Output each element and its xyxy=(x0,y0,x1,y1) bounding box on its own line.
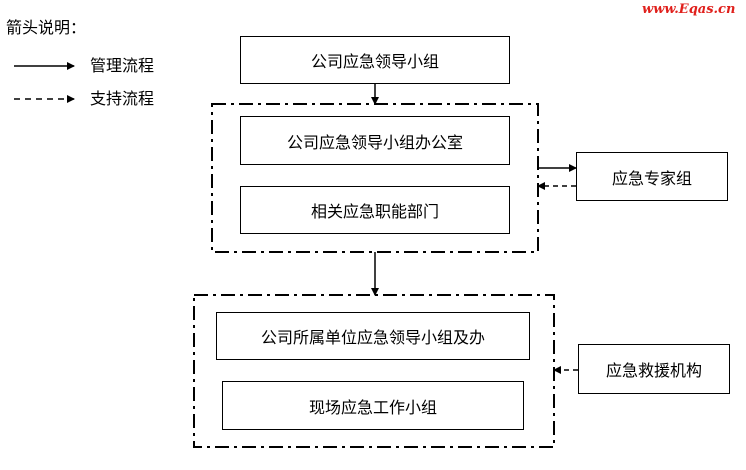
legend-support-label: 支持流程 xyxy=(90,89,155,108)
site-watermark: www.Eqas.cn xyxy=(642,2,736,17)
node-related-departments: 相关应急职能部门 xyxy=(240,186,510,234)
legend-management-label: 管理流程 xyxy=(90,56,155,75)
legend-title: 箭头说明： xyxy=(6,18,87,37)
node-leadership-group: 公司应急领导小组 xyxy=(240,36,510,84)
node-unit-leadership: 公司所属单位应急领导小组及办 xyxy=(216,312,530,360)
node-expert-group: 应急专家组 xyxy=(576,152,728,201)
node-onsite-team: 现场应急工作小组 xyxy=(222,381,524,430)
node-rescue-agency: 应急救援机构 xyxy=(578,344,730,394)
node-leadership-office: 公司应急领导小组办公室 xyxy=(240,116,510,165)
